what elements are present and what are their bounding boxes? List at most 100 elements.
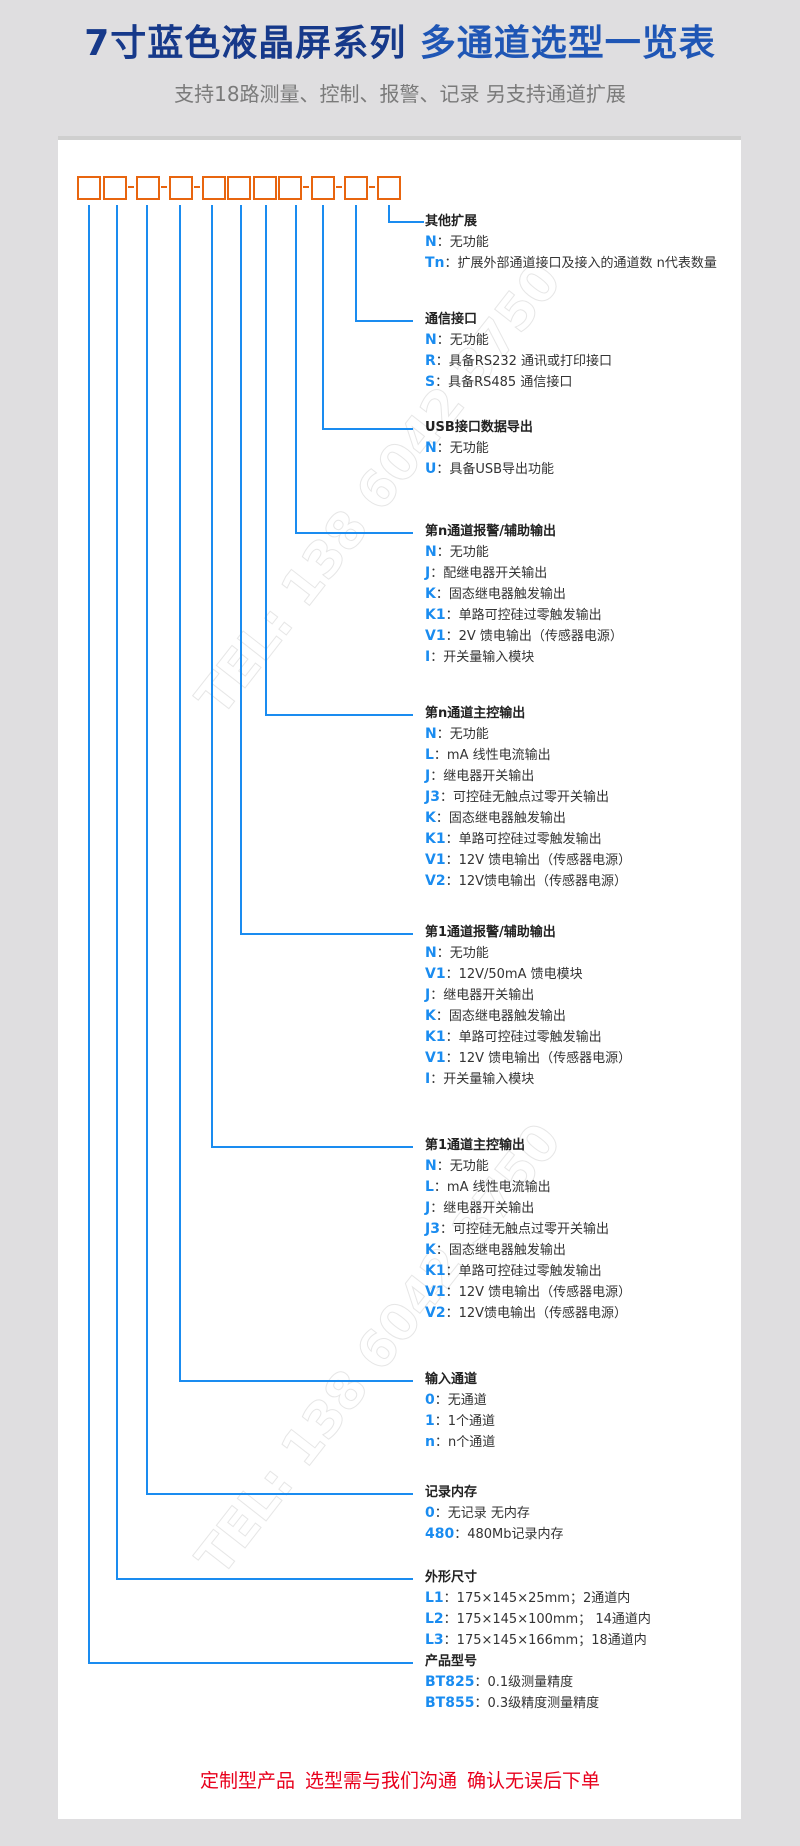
option-desc: ：固态继电器触发输出 — [435, 1009, 566, 1024]
option-code: J — [425, 565, 431, 581]
option-row: I：开关量输入模块 — [425, 647, 623, 668]
code-box-record — [169, 176, 193, 200]
option-desc: ：开关量输入模块 — [430, 650, 535, 665]
option-code: K1 — [425, 607, 446, 623]
option-code: 1 — [425, 1413, 435, 1429]
option-desc: ：无记录 无内存 — [434, 1506, 530, 1521]
option-desc: ：单路可控硅过零触发输出 — [445, 1030, 602, 1045]
option-desc: ：继电器开关输出 — [430, 1201, 535, 1216]
option-desc: ：无功能 — [436, 545, 489, 560]
connector-usb — [322, 205, 324, 429]
group-record: 记录内存 0：无记录 无内存 480：480Mb记录内存 — [425, 1483, 564, 1545]
group-heading: 记录内存 — [425, 1485, 478, 1500]
option-desc: ：无功能 — [436, 1159, 489, 1174]
option-code: J3 — [425, 789, 440, 805]
option-row: 0：无记录 无内存 — [425, 1503, 564, 1524]
option-desc: ：无功能 — [436, 333, 489, 348]
footer-notice: 定制型产品 选型需与我们沟通 确认无误后下单 — [199, 1770, 601, 1792]
code-dash — [336, 186, 342, 188]
option-desc: ：单路可控硅过零触发输出 — [445, 608, 602, 623]
option-desc: ：无功能 — [436, 727, 489, 742]
option-desc: ：配继电器开关输出 — [430, 566, 548, 581]
option-row: K：固态继电器触发输出 — [425, 584, 623, 605]
option-code: L — [425, 747, 434, 763]
code-dash — [128, 186, 134, 188]
option-code: K1 — [425, 1029, 446, 1045]
option-row: J3：可控硅无触点过零开关输出 — [425, 787, 631, 808]
selection-card — [58, 136, 741, 1819]
group-input: 输入通道 0：无通道 1：1个通道 n：n个通道 — [425, 1370, 495, 1453]
option-desc: ：具备RS485 通信接口 — [435, 375, 573, 390]
connector-ch1-alarm-h — [240, 933, 413, 935]
group-size: 外形尺寸 L1：175×145×25mm；2通道内 L2：175×145×100… — [425, 1568, 651, 1651]
title-table: 多通道选型一览表 — [419, 23, 716, 64]
option-code: V1 — [425, 1050, 446, 1066]
option-desc: ：开关量输入模块 — [430, 1072, 535, 1087]
connector-input — [179, 205, 181, 1381]
option-code: N — [425, 440, 437, 456]
code-box-n-main — [278, 176, 302, 200]
option-code: V1 — [425, 966, 446, 982]
option-code: n — [425, 1434, 435, 1450]
connector-model-h — [88, 1662, 413, 1664]
code-dash — [194, 186, 200, 188]
code-box-size — [136, 176, 160, 200]
option-row: K：固态继电器触发输出 — [425, 1240, 631, 1261]
group-heading: 通信接口 — [425, 312, 478, 327]
option-row: L：mA 线性电流输出 — [425, 745, 631, 766]
group-heading: 第1通道报警/辅助输出 — [425, 925, 556, 940]
option-row: V2：12V馈电输出（传感器电源） — [425, 1303, 631, 1324]
code-box-ch1-alarm — [253, 176, 277, 200]
option-row: R：具备RS232 通讯或打印接口 — [425, 351, 612, 372]
option-code: Tn — [425, 255, 445, 271]
code-dash — [303, 186, 309, 188]
code-box-input — [202, 176, 226, 200]
option-desc: ：0.1级测量精度 — [474, 1675, 574, 1690]
option-row: N：无功能 — [425, 724, 631, 745]
group-ch1-main: 第1通道主控输出 N：无功能 L：mA 线性电流输出 J：继电器开关输出 J3：… — [425, 1136, 631, 1324]
option-row: K1：单路可控硅过零触发输出 — [425, 1261, 631, 1282]
option-code: V2 — [425, 873, 446, 889]
option-row: J：继电器开关输出 — [425, 985, 631, 1006]
option-desc: ：175×145×25mm；2通道内 — [443, 1591, 631, 1606]
option-code: J3 — [425, 1221, 440, 1237]
option-desc: ：单路可控硅过零触发输出 — [445, 832, 602, 847]
option-desc: ：固态继电器触发输出 — [435, 811, 566, 826]
option-desc: ：无功能 — [436, 441, 489, 456]
option-row: J3：可控硅无触点过零开关输出 — [425, 1219, 631, 1240]
group-heading: 其他扩展 — [425, 214, 478, 229]
group-heading: 产品型号 — [425, 1654, 478, 1669]
option-row: K1：单路可控硅过零触发输出 — [425, 829, 631, 850]
option-code: K — [425, 1008, 436, 1024]
connector-model — [88, 205, 90, 1663]
option-row: BT855：0.3级精度测量精度 — [425, 1693, 599, 1714]
option-desc: ：扩展外部通道接口及接入的通道数 n代表数量 — [444, 256, 717, 271]
title-series: 7寸蓝色液晶屏系列 — [84, 23, 407, 64]
option-code: 480 — [425, 1526, 455, 1542]
option-desc: ：12V 馈电输出（传感器电源） — [445, 853, 632, 868]
option-desc: ：无通道 — [434, 1393, 487, 1408]
option-code: J — [425, 987, 431, 1003]
option-row: J：继电器开关输出 — [425, 766, 631, 787]
option-code: L2 — [425, 1611, 444, 1627]
option-row: L：mA 线性电流输出 — [425, 1177, 631, 1198]
option-code: 0 — [425, 1392, 435, 1408]
option-row: I：开关量输入模块 — [425, 1069, 631, 1090]
option-desc: ：0.3级精度测量精度 — [474, 1696, 600, 1711]
option-desc: ：固态继电器触发输出 — [435, 587, 566, 602]
group-n-main: 第n通道主控输出 N：无功能 L：mA 线性电流输出 J：继电器开关输出 J3：… — [425, 704, 631, 892]
option-code: U — [425, 461, 437, 477]
option-code: K — [425, 1242, 436, 1258]
option-desc: ：具备USB导出功能 — [436, 462, 555, 477]
option-desc: ：单路可控硅过零触发输出 — [445, 1264, 602, 1279]
option-desc: ：175×145×100mm； 14通道内 — [443, 1612, 651, 1627]
group-heading: 第1通道主控输出 — [425, 1138, 526, 1153]
option-code: J — [425, 1200, 431, 1216]
option-code: K — [425, 810, 436, 826]
option-row: N：无功能 — [425, 232, 717, 253]
option-code: N — [425, 544, 437, 560]
group-usb: USB接口数据导出 N：无功能 U：具备USB导出功能 — [425, 418, 554, 480]
option-code: V1 — [425, 1284, 446, 1300]
option-row: 0：无通道 — [425, 1390, 495, 1411]
option-desc: ：12V 馈电输出（传感器电源） — [445, 1051, 632, 1066]
